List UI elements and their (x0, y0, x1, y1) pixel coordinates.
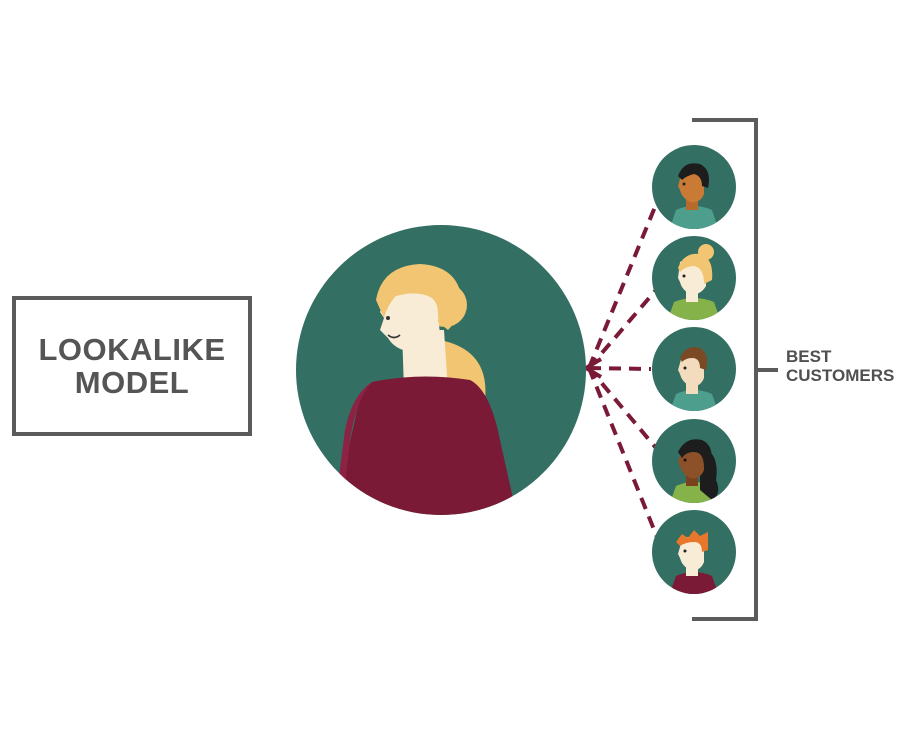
best-customers-line2: CUSTOMERS (786, 366, 895, 385)
best-customers-label: BEST CUSTOMERS (786, 347, 916, 385)
best-customers-bracket (692, 118, 778, 621)
customer-1-icon (652, 145, 736, 229)
connector-line-4 (587, 366, 658, 450)
lookalike-person-icon (296, 225, 586, 515)
customer-3-icon (652, 327, 736, 411)
customer-2-icon (652, 236, 736, 320)
model-box-line2: MODEL (74, 365, 190, 400)
connector-lines (587, 201, 659, 538)
connector-arrowhead (582, 357, 603, 379)
customer-4-icon (652, 419, 736, 503)
connector-line-5 (587, 367, 659, 538)
lookalike-model-box: LOOKALIKE MODEL (12, 296, 252, 436)
customer-5-icon (652, 510, 736, 594)
best-customers-line1: BEST (786, 347, 832, 366)
model-box-line1: LOOKALIKE (38, 332, 226, 367)
connector-line-3 (588, 366, 652, 371)
connector-line-1 (587, 201, 659, 369)
connector-line-2 (587, 288, 658, 370)
